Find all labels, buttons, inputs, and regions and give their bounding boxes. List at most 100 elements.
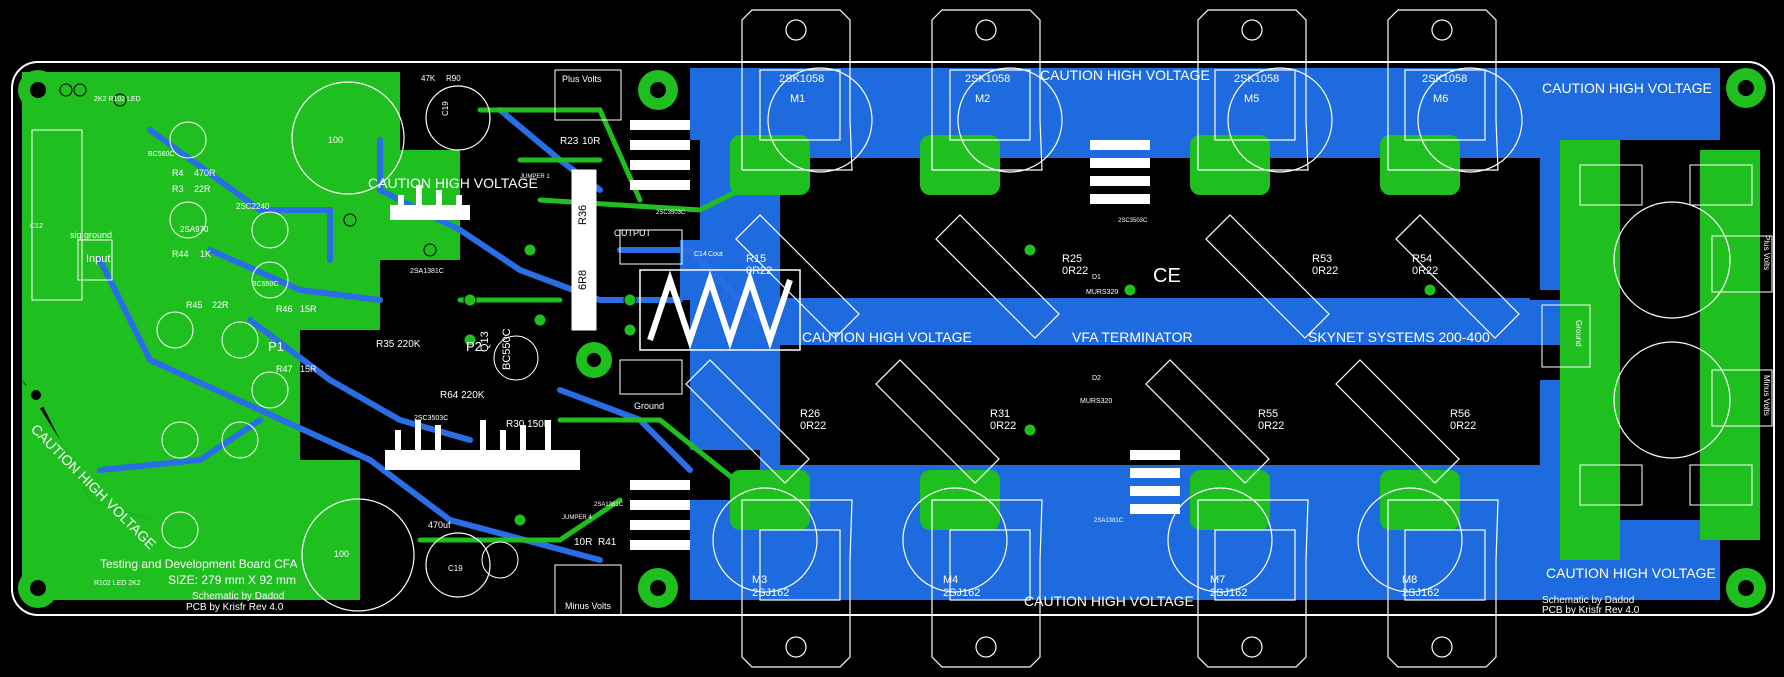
pcb-credit-right: PCB by Krisfr Rev 4.0 — [1542, 605, 1640, 616]
r56-ref: R56 — [1450, 408, 1470, 420]
c14-label: C14 — [694, 251, 707, 258]
m8-ref: M8 — [1402, 574, 1417, 586]
r64-label: R64 220K — [440, 390, 485, 401]
r55-val: 0R22 — [1258, 420, 1284, 432]
bulk-caps — [291, 81, 1731, 612]
ground-pour-left-bottom — [22, 380, 150, 600]
skynet-title: SKYNET SYSTEMS 200-400 — [1308, 329, 1490, 345]
ce-mark: CE — [1153, 265, 1181, 287]
minus-volts-label: Minus Volts — [565, 601, 612, 611]
r54-ref: R54 — [1412, 253, 1432, 265]
r4-ref: R4 — [172, 168, 184, 178]
minus-volts-vertical: Minus Volts — [1762, 375, 1771, 416]
m8-part: 2SJ162 — [1402, 587, 1439, 599]
plus-volts-vertical: Plus Volts — [1762, 235, 1771, 270]
schematic-credit: Schematic by Dadod — [192, 591, 284, 602]
output-label: OUTPUT — [614, 228, 652, 238]
vfa-terminator: VFA TERMINATOR — [1072, 329, 1193, 345]
q10b-part: 2SA1381C — [594, 502, 624, 508]
r53-val: 0R22 — [1312, 265, 1338, 277]
m1-ref: M1 — [790, 93, 805, 105]
driver-heatsinks — [385, 120, 1180, 550]
r36-ref: R36 — [577, 205, 589, 225]
bc550-label: BC550C — [252, 281, 278, 288]
m3-ref: M3 — [752, 574, 767, 586]
m2-part: 2SK1058 — [965, 73, 1010, 85]
m2-ref: M2 — [975, 93, 990, 105]
m6-part: 2SK1058 — [1422, 73, 1467, 85]
r41-ref: R41 — [598, 537, 617, 548]
caution-top-right: CAUTION HIGH VOLTAGE — [1542, 80, 1712, 96]
r15-ref: R15 — [746, 253, 766, 265]
small-components — [31, 69, 1773, 616]
sig-ground-label: sig ground — [70, 230, 112, 240]
r4-val: 470R — [194, 168, 216, 178]
r47-val: 15R — [300, 364, 317, 374]
d1-part: MURS320 — [1086, 289, 1118, 296]
r44-ref: R44 — [172, 249, 189, 259]
r23-val: 10R — [582, 136, 600, 147]
caution-top-mid: CAUTION HIGH VOLTAGE — [1040, 67, 1210, 83]
r25-val: 0R22 — [1062, 265, 1088, 277]
r25-ref: R25 — [1062, 253, 1082, 265]
c12-label: C12 — [30, 223, 43, 230]
pcb-credit: PCB by Krisfr Rev 4.0 — [186, 602, 284, 613]
solder-pads — [59, 83, 1437, 527]
jumper4-label: JUMPER 4 — [562, 515, 592, 521]
caution-left: CAUTION HIGH VOLTAGE — [368, 175, 538, 191]
r45-val: 22R — [212, 300, 229, 310]
cout-label: Cout — [708, 251, 723, 258]
r36-val: 6R8 — [577, 270, 589, 290]
r31-val: 0R22 — [990, 420, 1016, 432]
mosfet-bodies — [712, 67, 1523, 601]
caution-bottom-mid: CAUTION HIGH VOLTAGE — [1024, 593, 1194, 609]
m4-ref: M4 — [943, 574, 958, 586]
m7-part: 2SJ162 — [1210, 587, 1247, 599]
ground-vertical-label: Ground — [1574, 320, 1583, 347]
r45-ref: R45 — [186, 300, 203, 310]
schematic-credit-right: Schematic by Dadod — [1542, 595, 1634, 606]
d1-ref: D1 — [1092, 274, 1101, 281]
r46-ref: R46 — [276, 304, 293, 314]
input-label: Input — [86, 253, 110, 265]
d2-part: MURS320 — [1080, 398, 1112, 405]
m5-part: 2SK1058 — [1234, 73, 1279, 85]
q9b-part: 2SC3503C — [1118, 218, 1148, 224]
m4-part: 2SJ162 — [943, 587, 980, 599]
ground-label: Ground — [634, 401, 664, 411]
led2-label: R102 LED 2K2 — [94, 580, 141, 587]
r23-ref: R23 — [560, 136, 579, 147]
r30-label: R30 150R — [506, 419, 551, 430]
r26-ref: R26 — [800, 408, 820, 420]
r90-ref: R90 — [446, 74, 461, 83]
r3-ref: R3 — [172, 184, 184, 194]
output-rail — [690, 300, 1610, 345]
c19a-ref: C19 — [441, 101, 450, 116]
m7-ref: M7 — [1210, 574, 1225, 586]
labels: CAUTION HIGH VOLTAGE CAUTION HIGH VOLTAG… — [28, 67, 1771, 616]
output-inductor — [639, 269, 801, 351]
q18-part: 2SC2240 — [236, 202, 270, 211]
q18b-part: 2SA970 — [180, 225, 209, 234]
top-transistor-outlines — [741, 9, 1499, 668]
r56-val: 0R22 — [1450, 420, 1476, 432]
m3-part: 2SJ162 — [752, 587, 789, 599]
r44-val: 1K — [200, 249, 211, 259]
jumper1-label: JUMPER 1 — [520, 174, 550, 180]
r41-val: 10R — [574, 537, 592, 548]
r31-ref: R31 — [990, 408, 1010, 420]
cap470-val: 470uf — [428, 520, 451, 530]
r47-ref: R47 — [276, 364, 293, 374]
pour-gap-bottom — [780, 345, 1540, 465]
q6b-part: 2SA1381C — [410, 268, 444, 275]
q13-ref: Q13 — [479, 331, 491, 352]
bc560-label: BC560C — [148, 151, 174, 158]
led1-label: 2K2 R102 LED — [94, 96, 141, 103]
connector-pour-right — [1700, 150, 1760, 540]
r90-val: 47K — [421, 74, 436, 83]
caution-center: CAUTION HIGH VOLTAGE — [802, 329, 972, 345]
q13-part: BC550C — [501, 328, 513, 370]
r53-ref: R53 — [1312, 253, 1332, 265]
